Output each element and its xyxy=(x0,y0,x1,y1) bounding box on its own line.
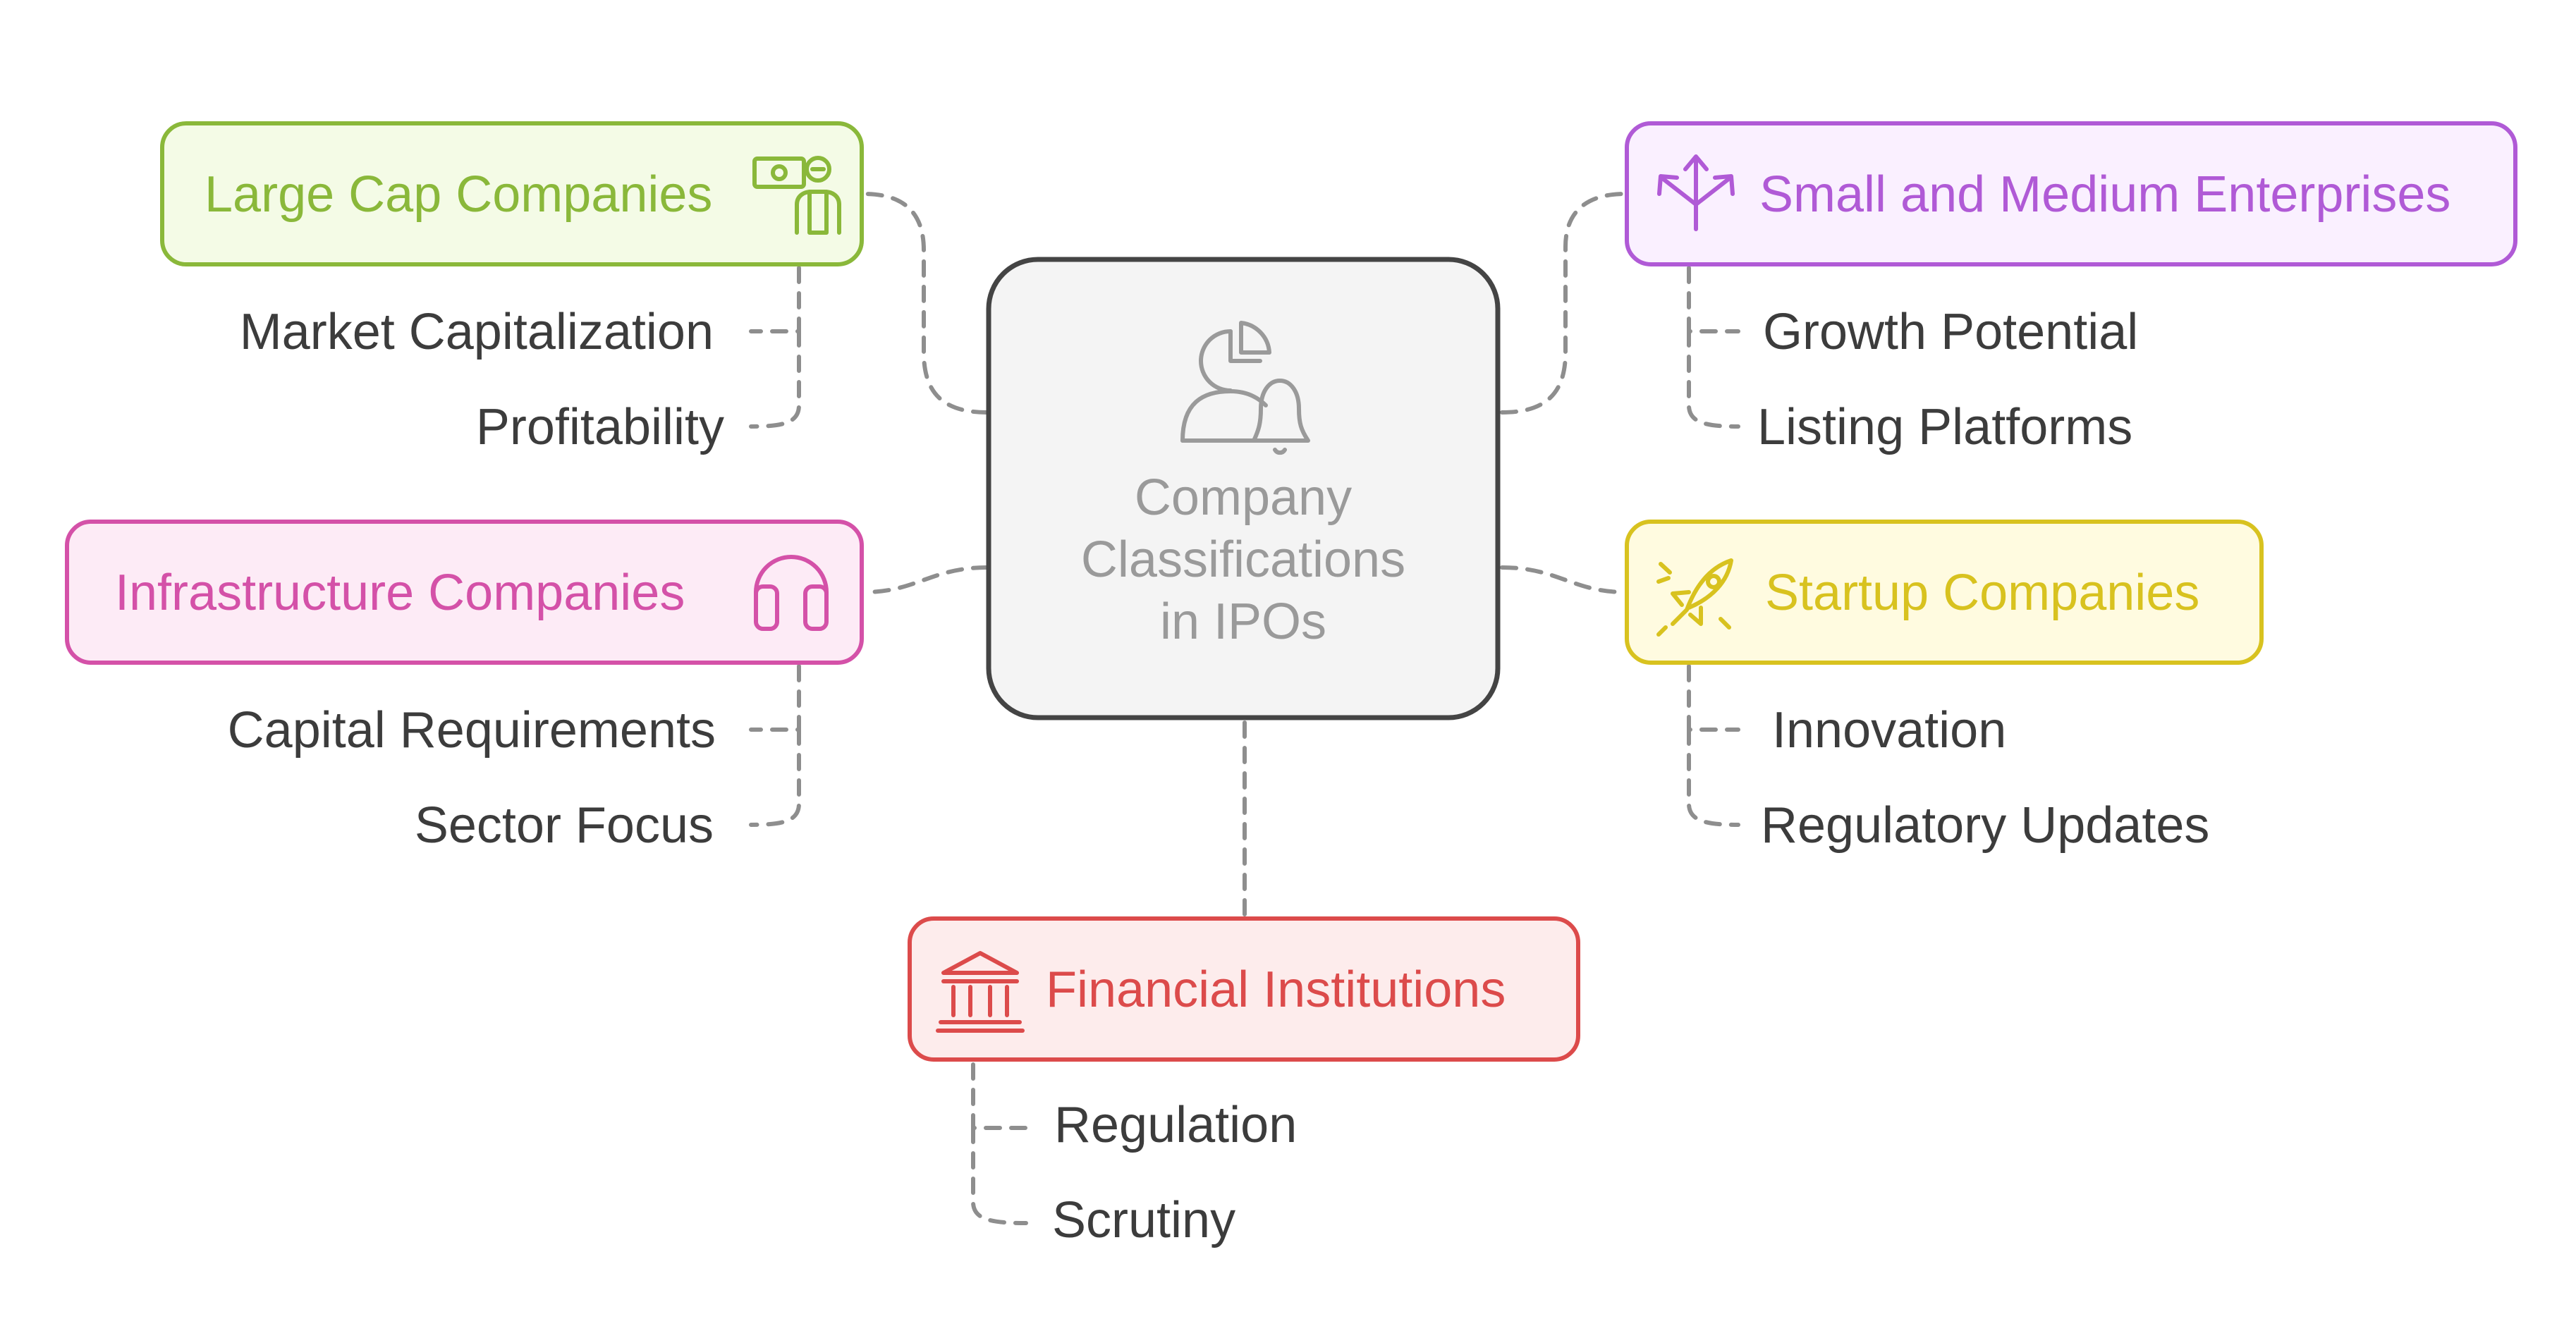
connector-capital-requirements xyxy=(749,664,801,732)
connector-profitability xyxy=(749,329,801,429)
connector-listing-platforms xyxy=(1687,329,1740,429)
connector-scrutiny xyxy=(971,1126,1028,1225)
center-node[interactable]: Company Classifications in IPOs xyxy=(986,257,1501,720)
leaf-innovation: Innovation xyxy=(1772,702,2006,759)
branch-box-financial xyxy=(908,916,1580,1062)
headphones-icon xyxy=(754,555,829,631)
connector-sector-focus xyxy=(749,728,801,827)
center-title-line-1: Company xyxy=(1135,469,1352,526)
connector-growth-potential xyxy=(1687,266,1740,333)
connector-startup xyxy=(1500,565,1628,594)
center-title-line-3: in IPOs xyxy=(1160,594,1326,650)
connector-large-cap xyxy=(862,192,989,415)
leaf-growth-potential: Growth Potential xyxy=(1763,304,2138,360)
leaf-regulatory-updates: Regulatory Updates xyxy=(1761,797,2209,854)
center-title-line-2: Classifications xyxy=(1081,532,1405,588)
branch-label-sme: Small and Medium Enterprises xyxy=(1759,166,2450,223)
connector-innovation xyxy=(1687,664,1740,732)
leaf-market-capitalization: Market Capitalization xyxy=(240,304,714,360)
leaf-capital-requirements: Capital Requirements xyxy=(228,702,716,759)
rocket-icon xyxy=(1656,558,1733,637)
split-arrows-icon xyxy=(1657,154,1735,231)
branch-startup[interactable]: Startup Companies xyxy=(1625,520,2264,665)
leaf-scrutiny: Scrutiny xyxy=(1052,1192,1235,1248)
connector-infrastructure xyxy=(862,565,989,594)
branch-infrastructure[interactable]: Infrastructure Companies xyxy=(65,520,864,665)
connector-regulatory-updates xyxy=(1687,728,1740,827)
branch-connectors xyxy=(862,192,1628,919)
branch-financial[interactable]: Financial Institutions xyxy=(908,916,1580,1062)
connector-sme xyxy=(1500,192,1628,415)
leaf-listing-platforms: Listing Platforms xyxy=(1757,399,2132,455)
connector-market-capitalization xyxy=(749,266,801,333)
branch-label-financial: Financial Institutions xyxy=(1046,962,1506,1018)
branch-large-cap[interactable]: Large Cap Companies xyxy=(160,121,864,266)
branch-sme[interactable]: Small and Medium Enterprises xyxy=(1625,121,2517,266)
leaf-connectors xyxy=(749,266,1740,1225)
person-chart-bell-icon xyxy=(1180,321,1310,455)
leaf-profitability: Profitability xyxy=(476,399,724,455)
branch-box-sme xyxy=(1625,121,2517,266)
leaf-regulation: Regulation xyxy=(1054,1097,1297,1153)
branch-box-large-cap xyxy=(160,121,864,266)
connector-regulation xyxy=(971,1062,1028,1130)
branch-label-large-cap: Large Cap Companies xyxy=(205,166,712,223)
branch-label-infrastructure: Infrastructure Companies xyxy=(115,565,685,621)
leaf-sector-focus: Sector Focus xyxy=(415,797,714,854)
branch-box-infrastructure xyxy=(65,520,864,665)
branch-box-startup xyxy=(1625,520,2264,665)
branch-label-startup: Startup Companies xyxy=(1765,565,2199,621)
money-person-icon xyxy=(752,156,841,235)
bank-icon xyxy=(936,951,1025,1033)
